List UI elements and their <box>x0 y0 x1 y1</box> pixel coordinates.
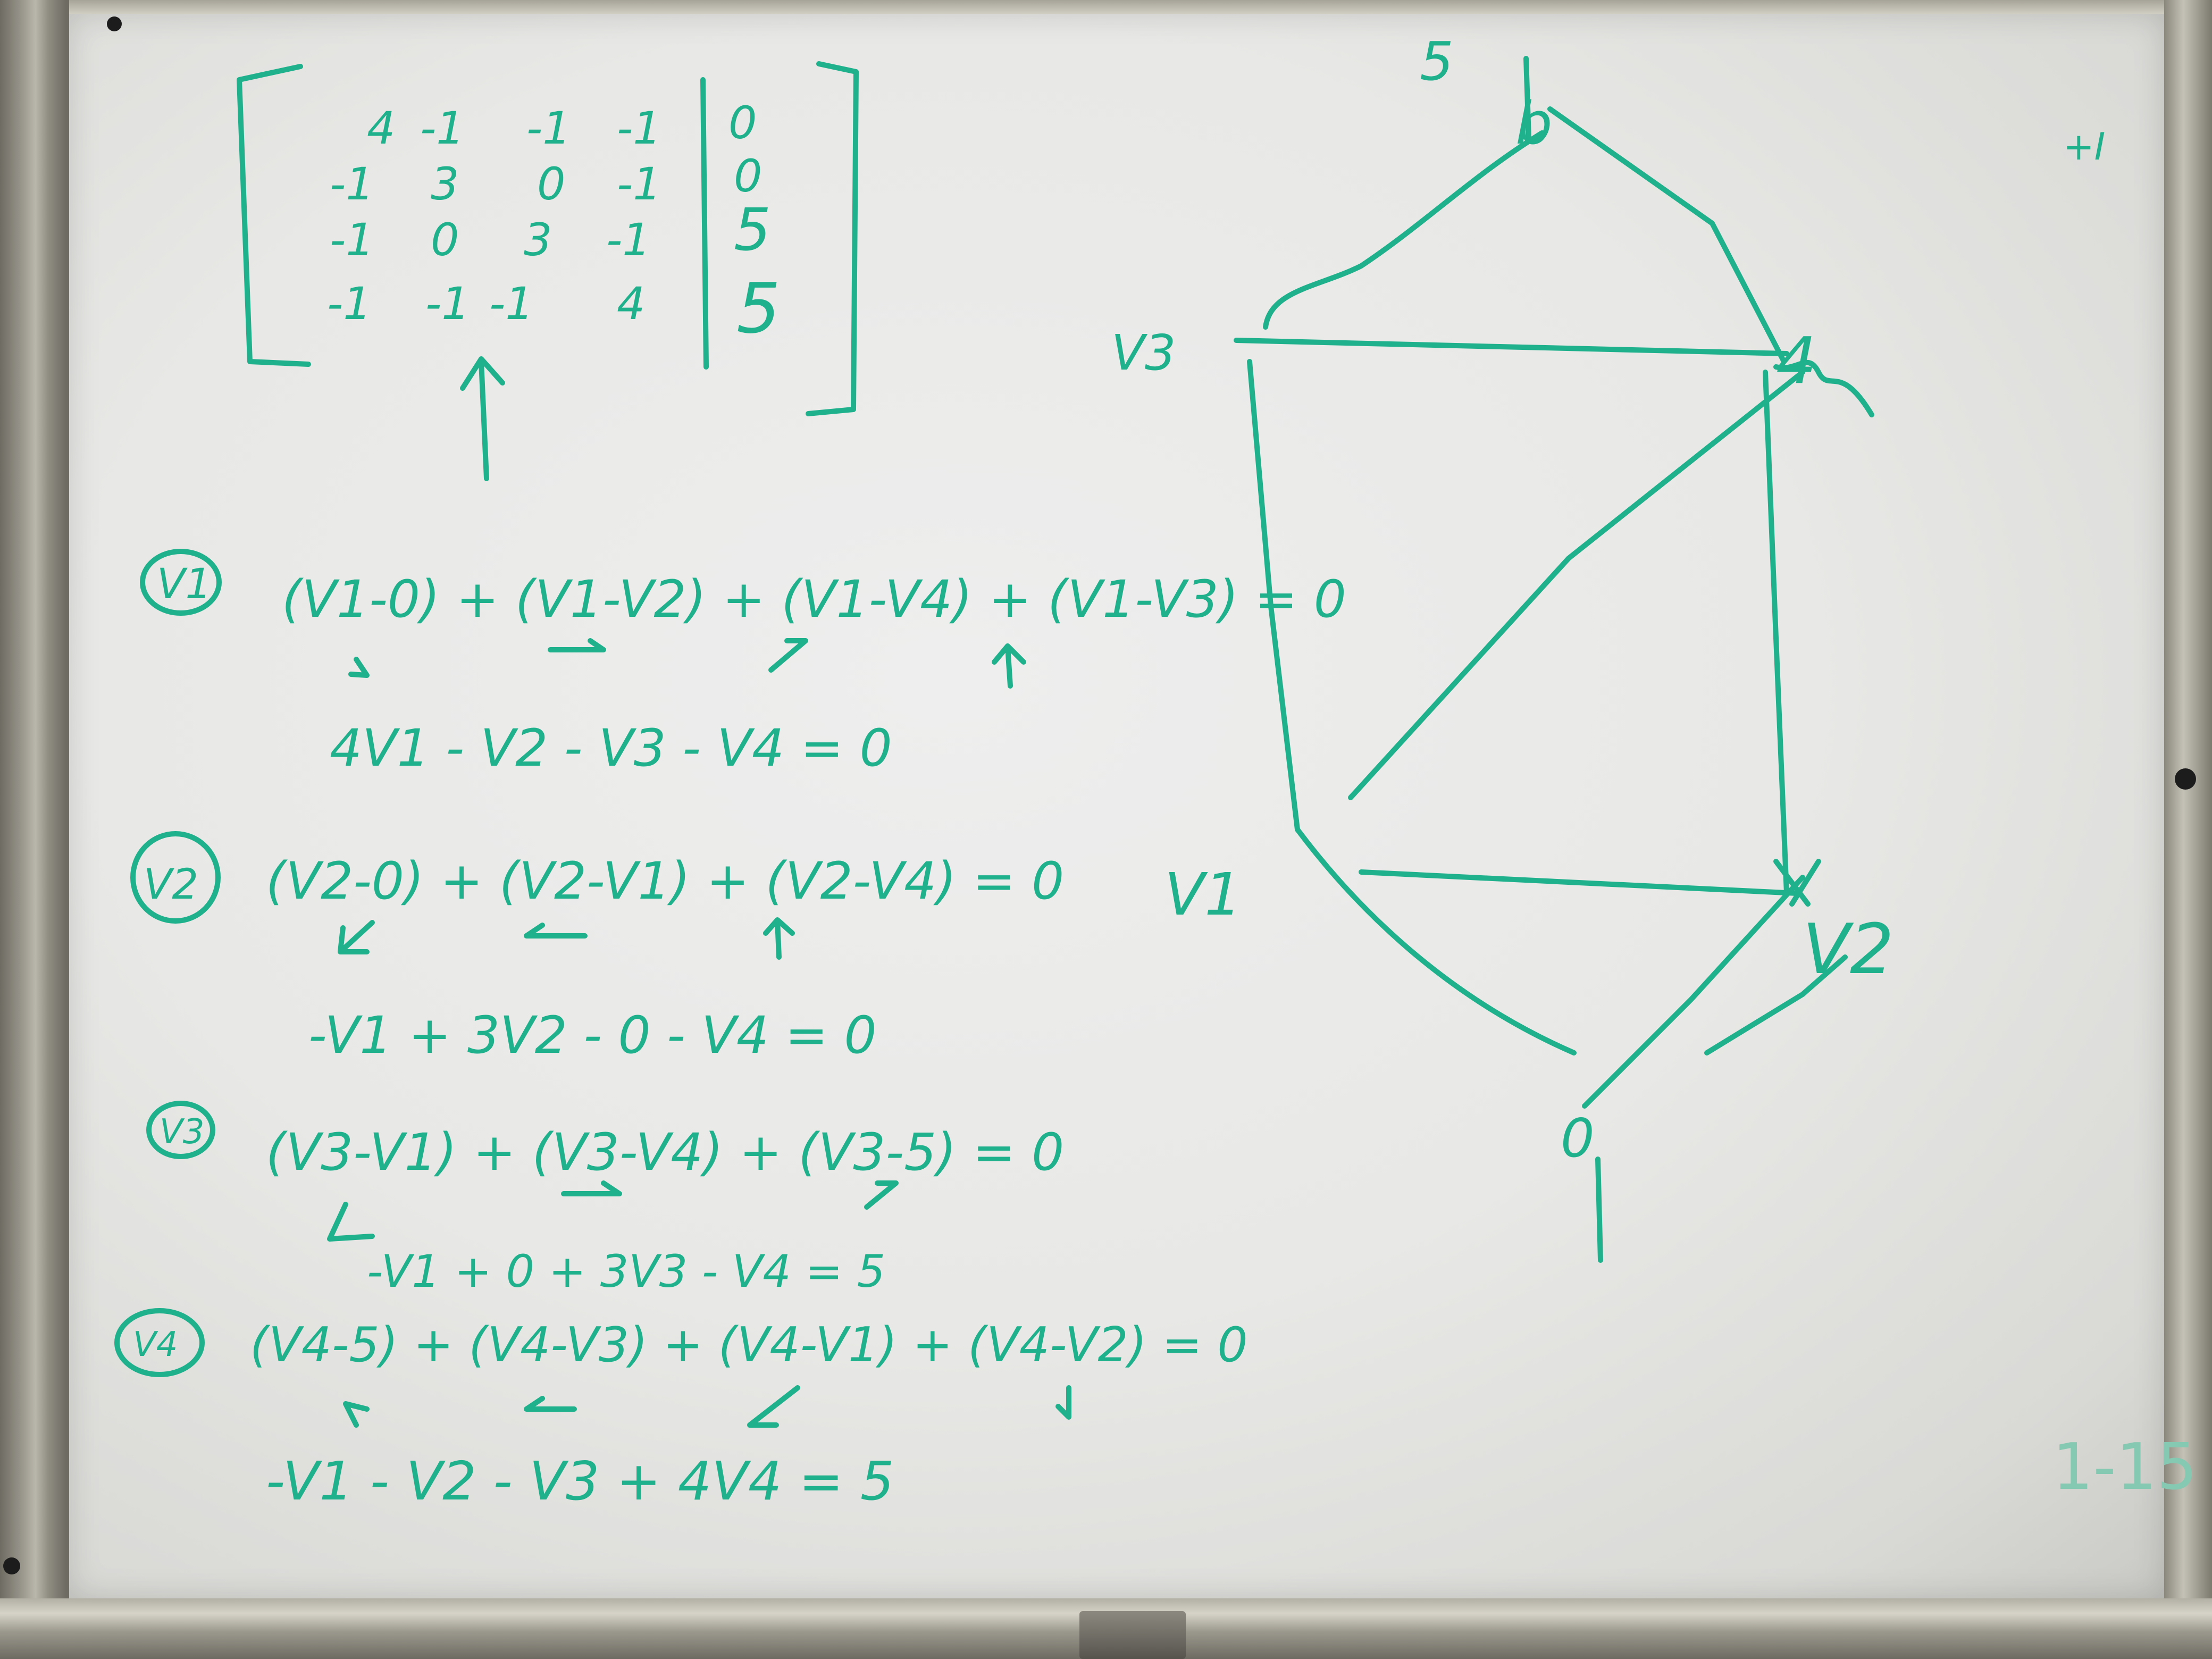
edge-b-v4 <box>1547 106 1787 364</box>
edge-v3-b <box>1263 130 1545 330</box>
right-rail <box>2164 0 2212 1659</box>
matrix-r4c1: -1 <box>327 278 372 330</box>
node-label-v2: V2 <box>144 861 198 909</box>
screw-bottom-left <box>3 1557 20 1574</box>
equation-v1: V1 (V1-0) + (V1-V2) + (V1-V4) + (V1-V3) … <box>140 549 1346 778</box>
corner-note: +I <box>2063 125 2105 169</box>
screw-top-left <box>107 16 122 31</box>
label-v3: V3 <box>1111 324 1176 381</box>
arrows-v4-b <box>747 1385 1071 1428</box>
node-v2-mark <box>1773 859 1821 907</box>
kcl-v2: (V2-0) + (V2-V1) + (V2-V4) = 0 <box>266 851 1064 911</box>
arrows-v2-b <box>763 917 795 960</box>
simplified-v3: -V1 + 0 + 3V3 - V4 = 5 <box>367 1245 885 1297</box>
matrix-r2c3: 0 <box>537 158 565 210</box>
edge-v3-v4 <box>1234 338 1789 356</box>
matrix-rhs-1: 0 <box>728 97 757 149</box>
matrix-left-bracket <box>237 64 311 367</box>
node-circle-v3 <box>146 1101 215 1159</box>
arrows-v2-a <box>338 920 588 954</box>
arrows-v3-b <box>864 1180 899 1210</box>
matrix-r2c4: -1 <box>617 158 661 210</box>
augmented-matrix: 4 -1 -1 -1 -1 3 0 -1 -1 0 3 -1 -1 -1 -1 … <box>237 61 859 416</box>
tray-clip <box>1079 1611 1186 1659</box>
matrix-r2c2: 3 <box>431 158 459 210</box>
label-v4: 4 <box>1776 324 1816 398</box>
edge-v1-v2 <box>1359 869 1800 896</box>
matrix-rhs-3: 5 <box>734 196 771 264</box>
label-v1: V1 <box>1164 860 1242 928</box>
kcl-v3: (V3-V1) + (V3-V4) + (V3-5) = 0 <box>266 1122 1064 1182</box>
label-top-value: 5 <box>1420 30 1454 93</box>
label-ground: 0 <box>1561 1107 1595 1169</box>
label-v2: V2 <box>1803 909 1894 990</box>
matrix-r2c1: -1 <box>330 158 374 210</box>
matrix-r4c3: -1 <box>489 278 534 330</box>
arrows-v3-a <box>327 1180 622 1242</box>
matrix-r3c3: 3 <box>524 214 552 266</box>
top-rail <box>69 0 2212 14</box>
edge-v4-v2 <box>1763 370 1789 896</box>
node-b-stem <box>1523 56 1531 141</box>
matrix-r4c4: 4 <box>617 278 645 330</box>
node-label-v3: V3 <box>160 1112 205 1152</box>
matrix-right-bracket <box>806 61 859 416</box>
circuit-graph: 5 b V3 4 V1 V2 0 <box>1111 30 1894 1263</box>
matrix-rhs-4: 5 <box>736 268 781 349</box>
matrix-r3c4: -1 <box>606 214 651 266</box>
matrix-r3c1: -1 <box>330 214 374 266</box>
kcl-v4: (V4-5) + (V4-V3) + (V4-V1) + (V4-V2) = 0 <box>250 1317 1248 1373</box>
node-circle-v2 <box>130 831 221 924</box>
whiteboard-surface <box>69 14 2164 1598</box>
arrows-v1-b <box>768 638 1026 689</box>
arrows-v1-a <box>348 638 606 678</box>
node-label-v1: V1 <box>157 560 212 608</box>
matrix-r4c2: -1 <box>425 278 470 330</box>
matrix-r1c3: -1 <box>526 102 571 154</box>
edge-v4-v1 <box>1348 370 1805 800</box>
matrix-r1c2: -1 <box>420 102 465 154</box>
ground-stem <box>1595 1157 1603 1263</box>
edge-v2-ground <box>1582 875 1805 1109</box>
edge-v2-extra <box>1704 954 1848 1055</box>
equation-v2: V2 (V2-0) + (V2-V1) + (V2-V4) = 0 -V1 + … <box>130 831 1064 1065</box>
node-circle-v4 <box>114 1308 205 1377</box>
up-arrow <box>460 356 505 481</box>
edge-v1-ground <box>1295 827 1577 1055</box>
faint-note: 1-15 <box>2052 1430 2197 1504</box>
matrix-rhs-2: 0 <box>734 150 762 202</box>
simplified-v1: 4V1 - V2 - V3 - V4 = 0 <box>330 718 892 778</box>
kcl-v1: (V1-0) + (V1-V2) + (V1-V4) + (V1-V3) = 0 <box>282 569 1346 629</box>
simplified-v2: -V1 + 3V2 - 0 - V4 = 0 <box>308 1006 877 1065</box>
matrix-divider <box>700 77 709 370</box>
matrix-r1c1: 4 <box>367 102 395 154</box>
label-node-b: b <box>1515 89 1553 157</box>
node-label-v4: V4 <box>133 1325 178 1364</box>
equation-v4: V4 (V4-5) + (V4-V3) + (V4-V1) + (V4-V2) … <box>114 1308 1248 1512</box>
matrix-r3c2: 0 <box>431 214 459 266</box>
matrix-r1c4: -1 <box>617 102 661 154</box>
node-v4-mark <box>1773 359 1874 417</box>
edge-v3-v1 <box>1247 359 1300 832</box>
screw-right <box>2175 768 2196 790</box>
simplified-v4: -V1 - V2 - V3 + 4V4 = 5 <box>266 1450 894 1512</box>
equation-v3: V3 (V3-V1) + (V3-V4) + (V3-5) = 0 -V1 + … <box>146 1101 1064 1297</box>
node-circle-v1 <box>140 549 222 616</box>
arrows-v4-a <box>343 1396 577 1428</box>
